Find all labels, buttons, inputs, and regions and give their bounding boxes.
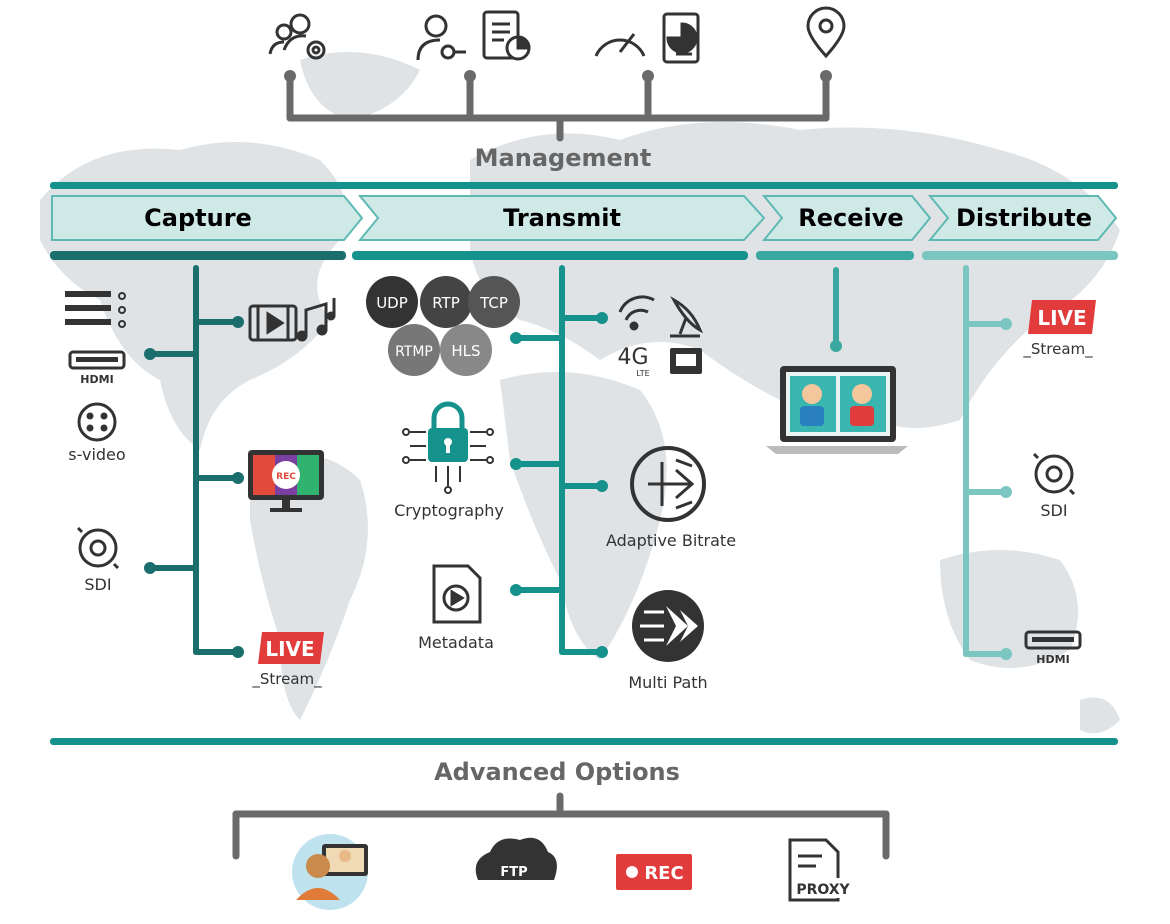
advanced-rec-text: REC	[644, 863, 683, 884]
stage-chevrons	[51, 195, 1118, 241]
video-conference-icon	[292, 834, 368, 910]
top-divider-line	[50, 182, 1118, 189]
protocol-udp: UDP	[376, 294, 408, 312]
multi-path-label: Multi Path	[628, 673, 707, 692]
cryptography-label: Cryptography	[394, 501, 504, 520]
distribute-hdmi-port-icon: HDMI	[1024, 630, 1082, 666]
proxy-document-icon: PROXY	[788, 838, 854, 902]
protocol-tcp: TCP	[479, 294, 508, 312]
rec-button-icon: REC	[616, 854, 692, 890]
distribute-stream-text: _Stream_	[1022, 340, 1093, 359]
svideo-label: s-video	[68, 445, 125, 464]
wifi-icon	[618, 295, 655, 331]
metadata-file-icon	[432, 564, 482, 624]
transmit-tree	[513, 265, 603, 655]
fourg-text: 4G	[617, 345, 648, 370]
capture-sdi-label: SDI	[84, 575, 111, 594]
distribute-tree	[963, 265, 1007, 657]
transmit-nodes	[510, 312, 608, 658]
metadata-label: Metadata	[418, 633, 494, 652]
laptop-video-call-icon	[766, 366, 908, 454]
lte-text: LTE	[636, 369, 649, 378]
management-nodes	[284, 70, 832, 82]
rec-monitor-icon: REC	[248, 450, 324, 512]
video-music-icon	[248, 298, 336, 342]
distribute-underline	[922, 251, 1118, 260]
management-label: Management	[475, 144, 652, 172]
distribute-sdi-label: SDI	[1040, 501, 1067, 520]
capture-rec-text: REC	[276, 472, 296, 482]
document-pie-icon	[662, 12, 700, 64]
protocol-hls: HLS	[451, 342, 480, 360]
receive-node	[830, 340, 842, 352]
advanced-options-label: Advanced Options	[434, 758, 680, 786]
ftp-text: FTP	[500, 865, 527, 880]
speedometer-icon	[594, 33, 646, 57]
transmit-underline	[352, 251, 748, 260]
hdmi-port-icon: HDMI	[68, 350, 126, 386]
capture-hdmi-text: HDMI	[80, 373, 113, 386]
distribute-hdmi-text: HDMI	[1036, 653, 1069, 666]
cryptography-lock-icon	[402, 401, 494, 494]
stage-distribute-label: Distribute	[956, 204, 1092, 232]
stage-receive-label: Receive	[798, 204, 903, 232]
location-pin-icon	[806, 6, 846, 59]
advanced-options-tree	[232, 792, 890, 860]
protocol-rtp: RTP	[432, 294, 460, 312]
receive-underline	[756, 251, 914, 260]
capture-stream-text: _Stream_	[251, 670, 322, 689]
user-key-icon	[416, 14, 466, 61]
stage-transmit-label: Transmit	[503, 204, 621, 232]
distribute-sdi-connector-icon	[1032, 452, 1076, 496]
capture-live-stream-icon: LIVE _Stream_	[251, 632, 324, 689]
svideo-port-icon	[77, 402, 117, 442]
distribute-live-badge: LIVE	[1037, 306, 1086, 330]
capture-live-badge: LIVE	[265, 637, 314, 661]
users-settings-icon	[268, 13, 326, 60]
management-tree	[286, 76, 830, 142]
rca-cables-icon	[65, 291, 126, 328]
ethernet-port-icon	[670, 348, 702, 374]
bottom-divider-line	[50, 738, 1118, 745]
proxy-text: PROXY	[796, 882, 850, 898]
multi-path-icon	[632, 590, 704, 662]
ftp-cloud-icon: FTP	[475, 837, 557, 880]
protocol-bubbles	[366, 276, 520, 376]
capture-tree	[147, 265, 239, 655]
satellite-dish-icon	[670, 296, 703, 338]
adaptive-bitrate-label: Adaptive Bitrate	[606, 531, 736, 550]
stage-capture-label: Capture	[144, 204, 252, 232]
report-chart-icon	[482, 10, 531, 61]
protocol-rtmp: RTMP	[395, 344, 433, 360]
distribute-live-stream-icon: LIVE _Stream_	[1022, 300, 1096, 359]
adaptive-bitrate-icon	[630, 446, 706, 522]
capture-nodes	[144, 316, 244, 658]
capture-underline	[50, 251, 346, 260]
distribute-nodes	[1000, 318, 1012, 660]
sdi-connector-icon	[76, 526, 120, 570]
